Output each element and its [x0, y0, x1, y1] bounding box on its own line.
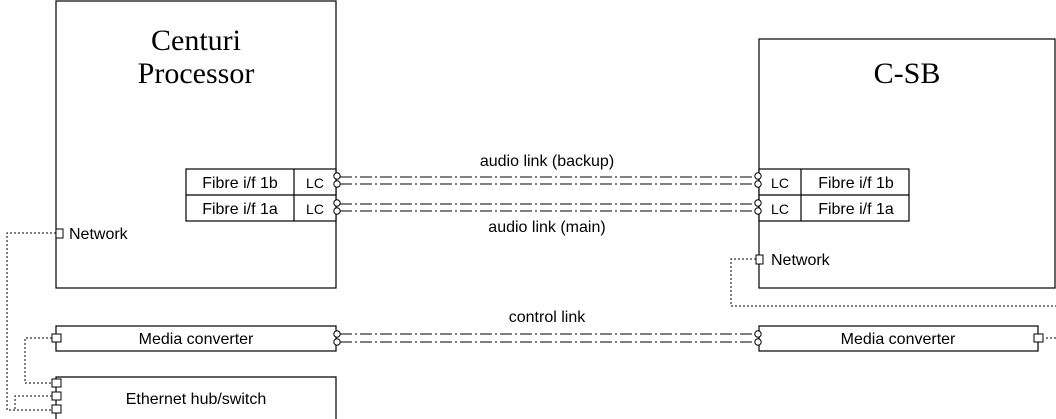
lc-connector-icon — [333, 180, 341, 188]
network-port-icon — [755, 254, 764, 265]
right-fibre-1a-label: Fibre i/f 1a — [818, 201, 894, 218]
centuri-network-label: Network — [69, 226, 129, 243]
left-media-converter-label: Media converter — [139, 331, 254, 348]
right-lc-1b-label: LC — [771, 175, 789, 191]
fibre-connector-icon — [754, 338, 762, 346]
control-link: control link — [333, 309, 762, 346]
csb-device: C-SB — [758, 38, 1056, 289]
csb-box — [758, 38, 1056, 289]
ethernet-cables — [6, 232, 1056, 411]
right-fibre-1b-label: Fibre i/f 1b — [818, 175, 894, 192]
ethernet-hub-switch: Ethernet hub/switch — [51, 376, 337, 419]
network-port-icon — [55, 228, 64, 239]
fibre-connector-icon — [754, 330, 762, 338]
centuri-processor-box — [55, 0, 337, 289]
centuri-title-line2: Processor — [138, 57, 255, 90]
lc-connector-icon — [754, 172, 762, 180]
audio-link-main: audio link (main) — [340, 203, 755, 236]
right-media-converter: Media converter — [758, 325, 1044, 352]
lc-connector-icon — [333, 172, 341, 180]
left-fibre-interfaces: Fibre i/f 1b LC Fibre i/f 1a LC — [185, 168, 337, 222]
lc-connector-icon — [754, 199, 762, 207]
right-lc-1a-label: LC — [771, 201, 789, 217]
centuri-network-port: Network — [55, 226, 129, 243]
fibre-connector-icon — [333, 338, 341, 346]
right-media-converter-box — [758, 325, 1039, 352]
lc-connector-icon — [333, 207, 341, 215]
ethernet-port-icon — [51, 404, 62, 414]
left-lc-1a-label: LC — [306, 201, 324, 217]
left-lc-1b-label: LC — [306, 175, 324, 191]
left-media-converter-box — [55, 325, 337, 352]
ethernet-port-icon — [1033, 333, 1044, 343]
control-link-label: control link — [509, 309, 586, 326]
audio-link-main-label: audio link (main) — [488, 219, 605, 236]
left-fibre-1a-label: Fibre i/f 1a — [202, 201, 278, 218]
audio-link-backup: audio link (backup) — [340, 153, 755, 185]
ethernet-port-icon — [51, 378, 62, 388]
audio-link-backup-label: audio link (backup) — [480, 153, 614, 170]
hub-label: Ethernet hub/switch — [126, 391, 267, 408]
centuri-title-line1: Centuri — [151, 24, 241, 57]
ethernet-port-icon — [51, 391, 62, 401]
lc-connector-icon — [754, 180, 762, 188]
fibre-connector-icon — [333, 330, 341, 338]
ethernet-port-icon — [51, 333, 62, 343]
centuri-processor: Centuri Processor — [55, 0, 337, 289]
right-fibre-interfaces: LC Fibre i/f 1b LC Fibre i/f 1a — [758, 168, 910, 222]
lc-connector-icon — [754, 207, 762, 215]
csb-title: C-SB — [874, 57, 941, 90]
right-media-converter-label: Media converter — [841, 331, 956, 348]
lc-connector-icon — [333, 199, 341, 207]
lc-connector-icons — [333, 172, 762, 215]
left-fibre-1b-label: Fibre i/f 1b — [202, 175, 278, 192]
left-media-converter: Media converter — [51, 325, 337, 352]
csb-network-label: Network — [771, 252, 831, 269]
